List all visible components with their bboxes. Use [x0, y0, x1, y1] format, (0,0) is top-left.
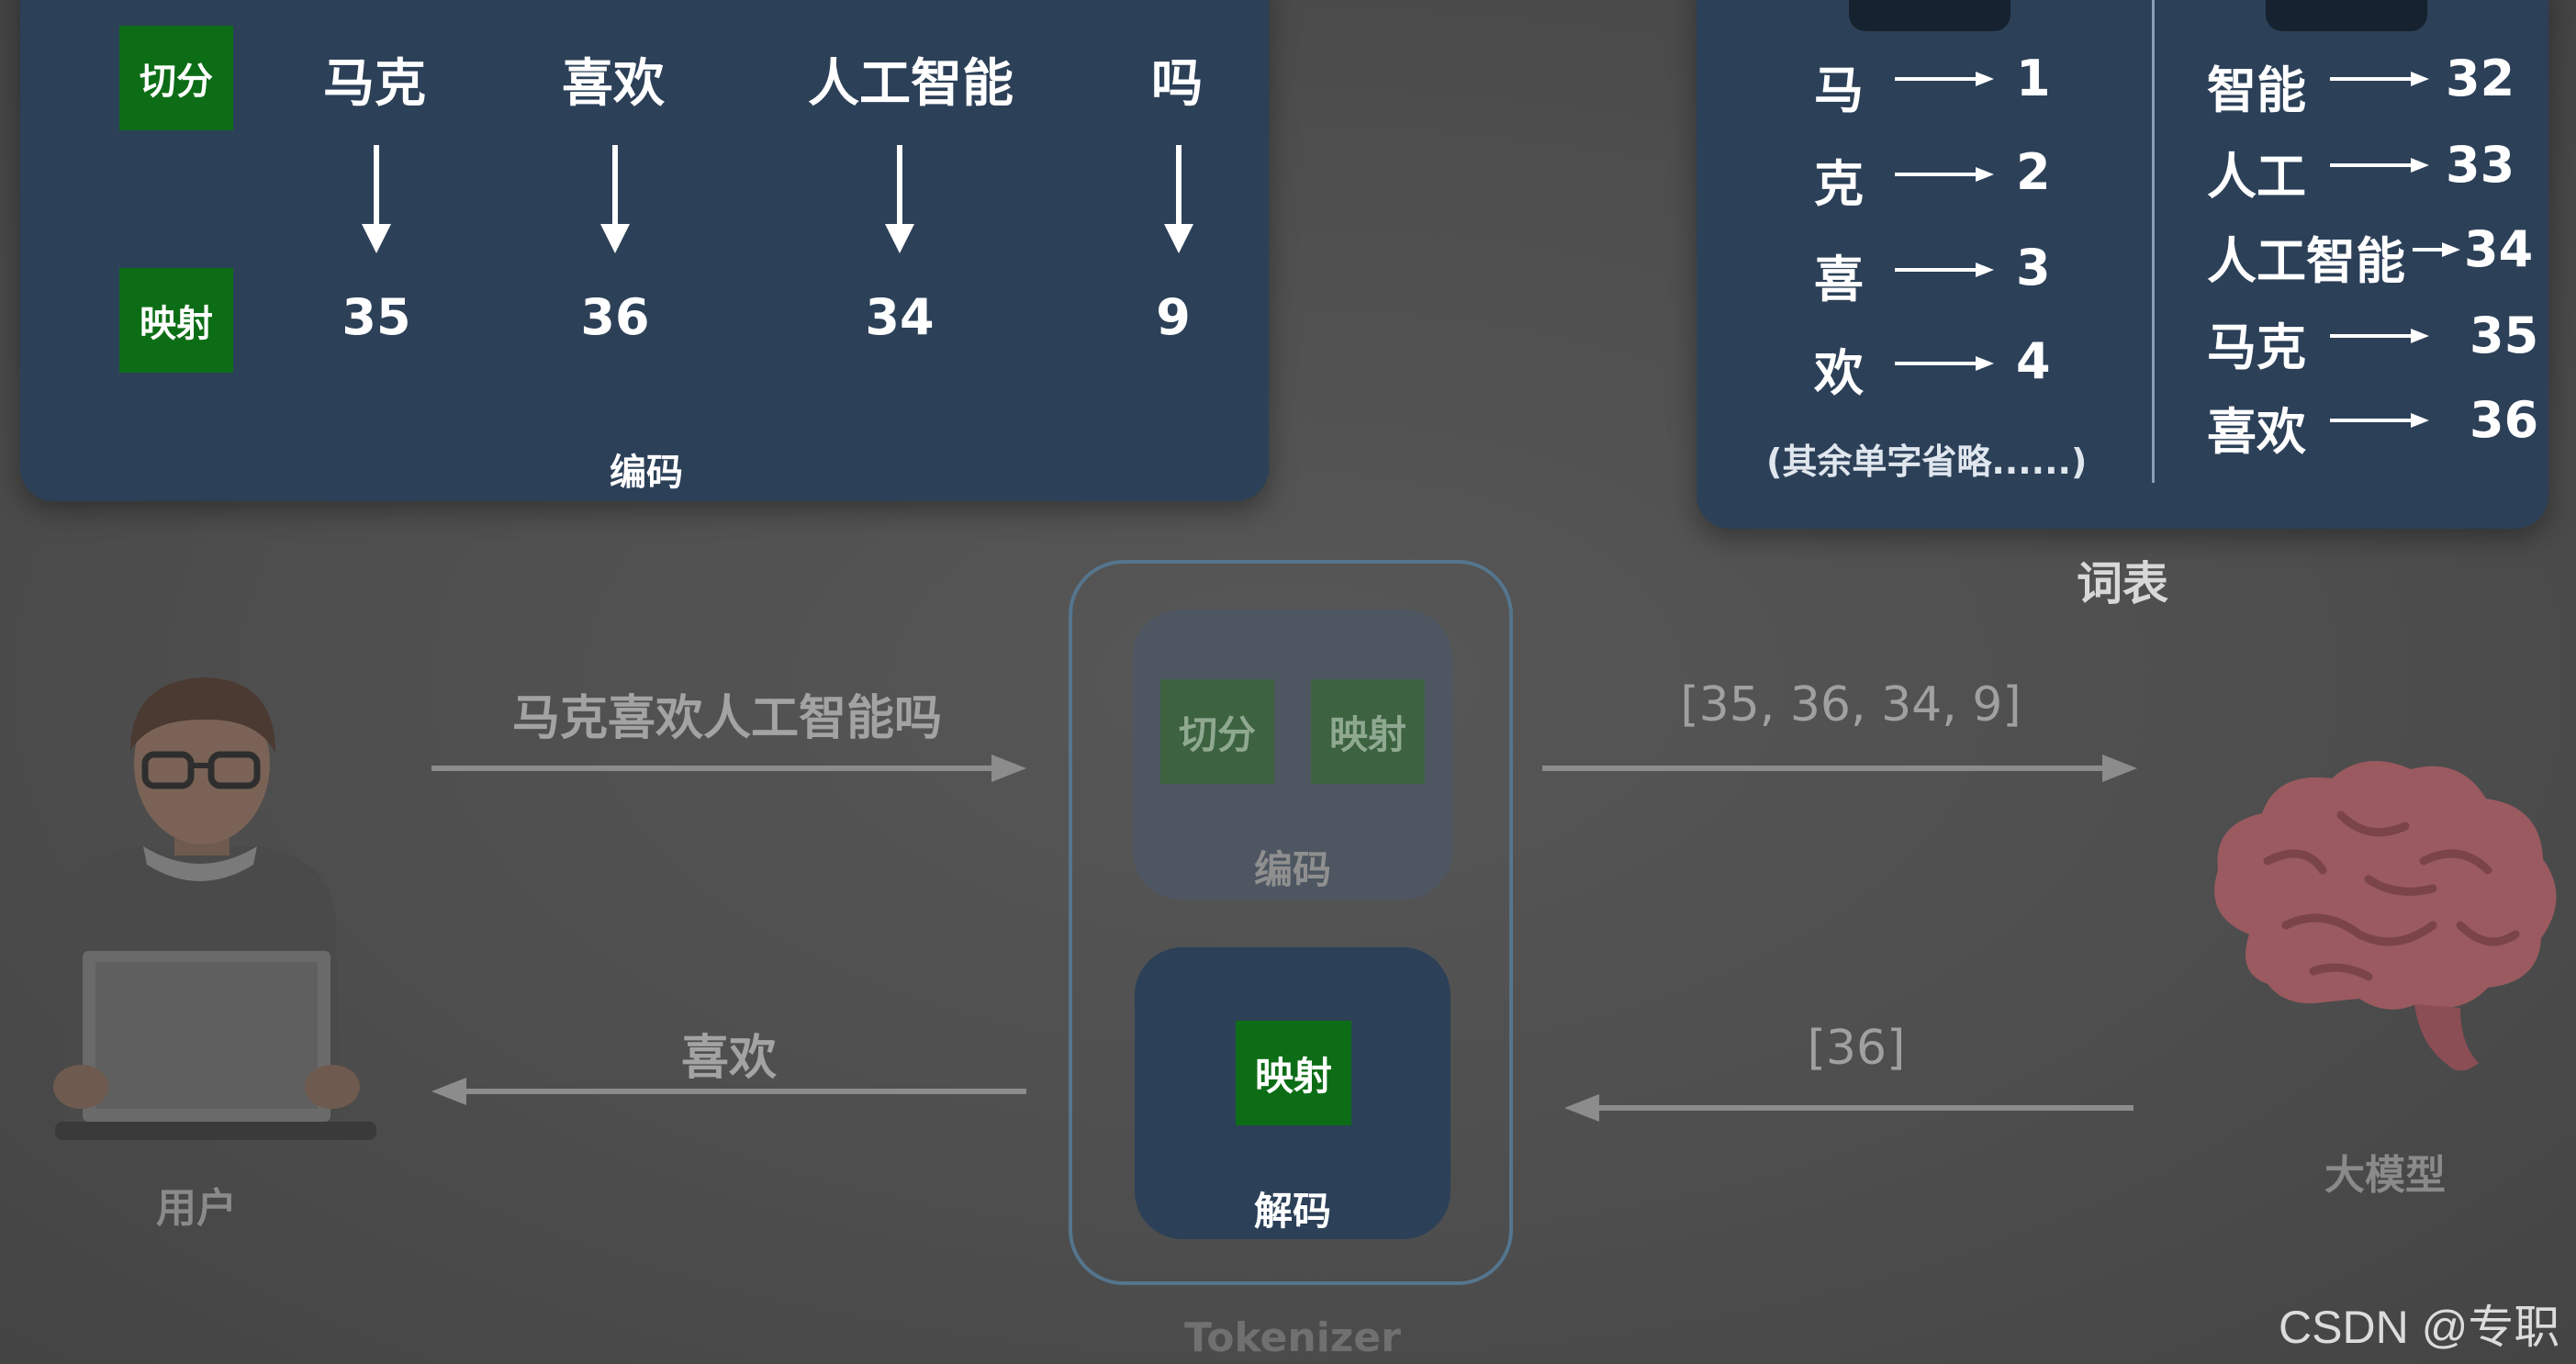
vocab-single-id-1: 2 — [2016, 143, 2051, 201]
user-illustration-icon — [28, 663, 376, 1158]
right-arrow-icon — [431, 753, 1026, 784]
user-label: 用户 — [156, 1175, 237, 1234]
right-arrow-icon — [2413, 240, 2460, 259]
vocab-single-note: (其余单字省略......) — [1766, 433, 2087, 484]
vocab-single-token-1: 克 — [1814, 143, 1864, 216]
output-ids: [36] — [1808, 1021, 1906, 1076]
vocab-single-id-2: 3 — [2016, 239, 2051, 296]
right-arrow-icon — [1895, 70, 1994, 88]
vocab-multi-id-1: 33 — [2446, 136, 2514, 194]
vocab-single-token-2: 喜 — [1814, 239, 1864, 311]
vocab-caption: 词表 — [2077, 547, 2168, 613]
right-arrow-icon — [1542, 753, 2137, 784]
token-id-1: 36 — [580, 288, 649, 346]
vocab-tab-multi — [2266, 0, 2427, 31]
watermark: CSDN @专职 — [2279, 1291, 2559, 1357]
tokenizer-label: Tokenizer — [1184, 1314, 1401, 1361]
token-2: 人工智能 — [808, 42, 1014, 117]
left-arrow-icon — [1564, 1092, 2134, 1124]
down-arrow-icon — [1160, 145, 1197, 255]
model-label: 大模型 — [2324, 1142, 2446, 1201]
vocab-multi-id-2: 34 — [2464, 220, 2533, 278]
right-arrow-icon — [2330, 411, 2429, 430]
right-arrow-icon — [1895, 261, 1994, 279]
token-id-0: 35 — [342, 288, 410, 346]
map-label: 映射 — [140, 294, 213, 347]
encode-map-label: 映射 — [1329, 704, 1406, 760]
decode-map-label: 映射 — [1255, 1045, 1332, 1101]
input-text: 马克喜欢人工智能吗 — [512, 679, 942, 748]
vocab-single-token-3: 欢 — [1814, 332, 1864, 405]
vocab-multi-id-4: 36 — [2470, 391, 2538, 449]
encoding-panel-title-fragment — [441, 0, 643, 6]
encode-label: 编码 — [1254, 839, 1331, 895]
vocab-multi-token-1: 人工 — [2207, 136, 2306, 208]
input-ids: [35, 36, 34, 9] — [1680, 677, 2021, 732]
token-id-3: 9 — [1156, 288, 1191, 346]
vocab-multi-id-3: 35 — [2470, 307, 2538, 364]
decode-label: 解码 — [1254, 1180, 1331, 1236]
left-arrow-icon — [431, 1076, 1026, 1107]
vocab-divider — [2152, 0, 2155, 483]
vocab-multi-token-0: 智能 — [2207, 50, 2306, 122]
cut-label-box: 切分 — [119, 26, 233, 130]
vocab-multi-token-3: 马克 — [2207, 307, 2306, 379]
brain-icon — [2185, 742, 2570, 1090]
decode-map-box: 映射 — [1236, 1021, 1351, 1125]
token-id-2: 34 — [865, 288, 934, 346]
token-1: 喜欢 — [562, 42, 665, 117]
vocab-single-id-0: 1 — [2016, 50, 2051, 107]
down-arrow-icon — [881, 145, 918, 255]
cut-label: 切分 — [140, 51, 213, 105]
right-arrow-icon — [2330, 327, 2429, 345]
right-arrow-icon — [1895, 354, 1994, 373]
vocab-multi-token-4: 喜欢 — [2207, 391, 2306, 464]
encode-cut-label: 切分 — [1179, 704, 1256, 760]
encoding-caption: 编码 — [610, 442, 683, 496]
token-0: 马克 — [323, 42, 426, 117]
vocab-single-id-3: 4 — [2016, 332, 2051, 390]
encode-cut-box: 切分 — [1160, 679, 1274, 784]
right-arrow-icon — [2330, 156, 2429, 174]
vocab-single-token-0: 马 — [1814, 50, 1864, 122]
vocab-multi-token-2: 人工智能 — [2207, 220, 2405, 293]
down-arrow-icon — [597, 145, 633, 255]
encode-map-box: 映射 — [1311, 679, 1425, 784]
down-arrow-icon — [358, 145, 395, 255]
right-arrow-icon — [2330, 70, 2429, 88]
vocab-multi-id-0: 32 — [2446, 50, 2514, 107]
right-arrow-icon — [1895, 165, 1994, 184]
vocab-tab-single — [1849, 0, 2010, 31]
token-3: 吗 — [1151, 42, 1203, 117]
map-label-box: 映射 — [119, 268, 233, 373]
